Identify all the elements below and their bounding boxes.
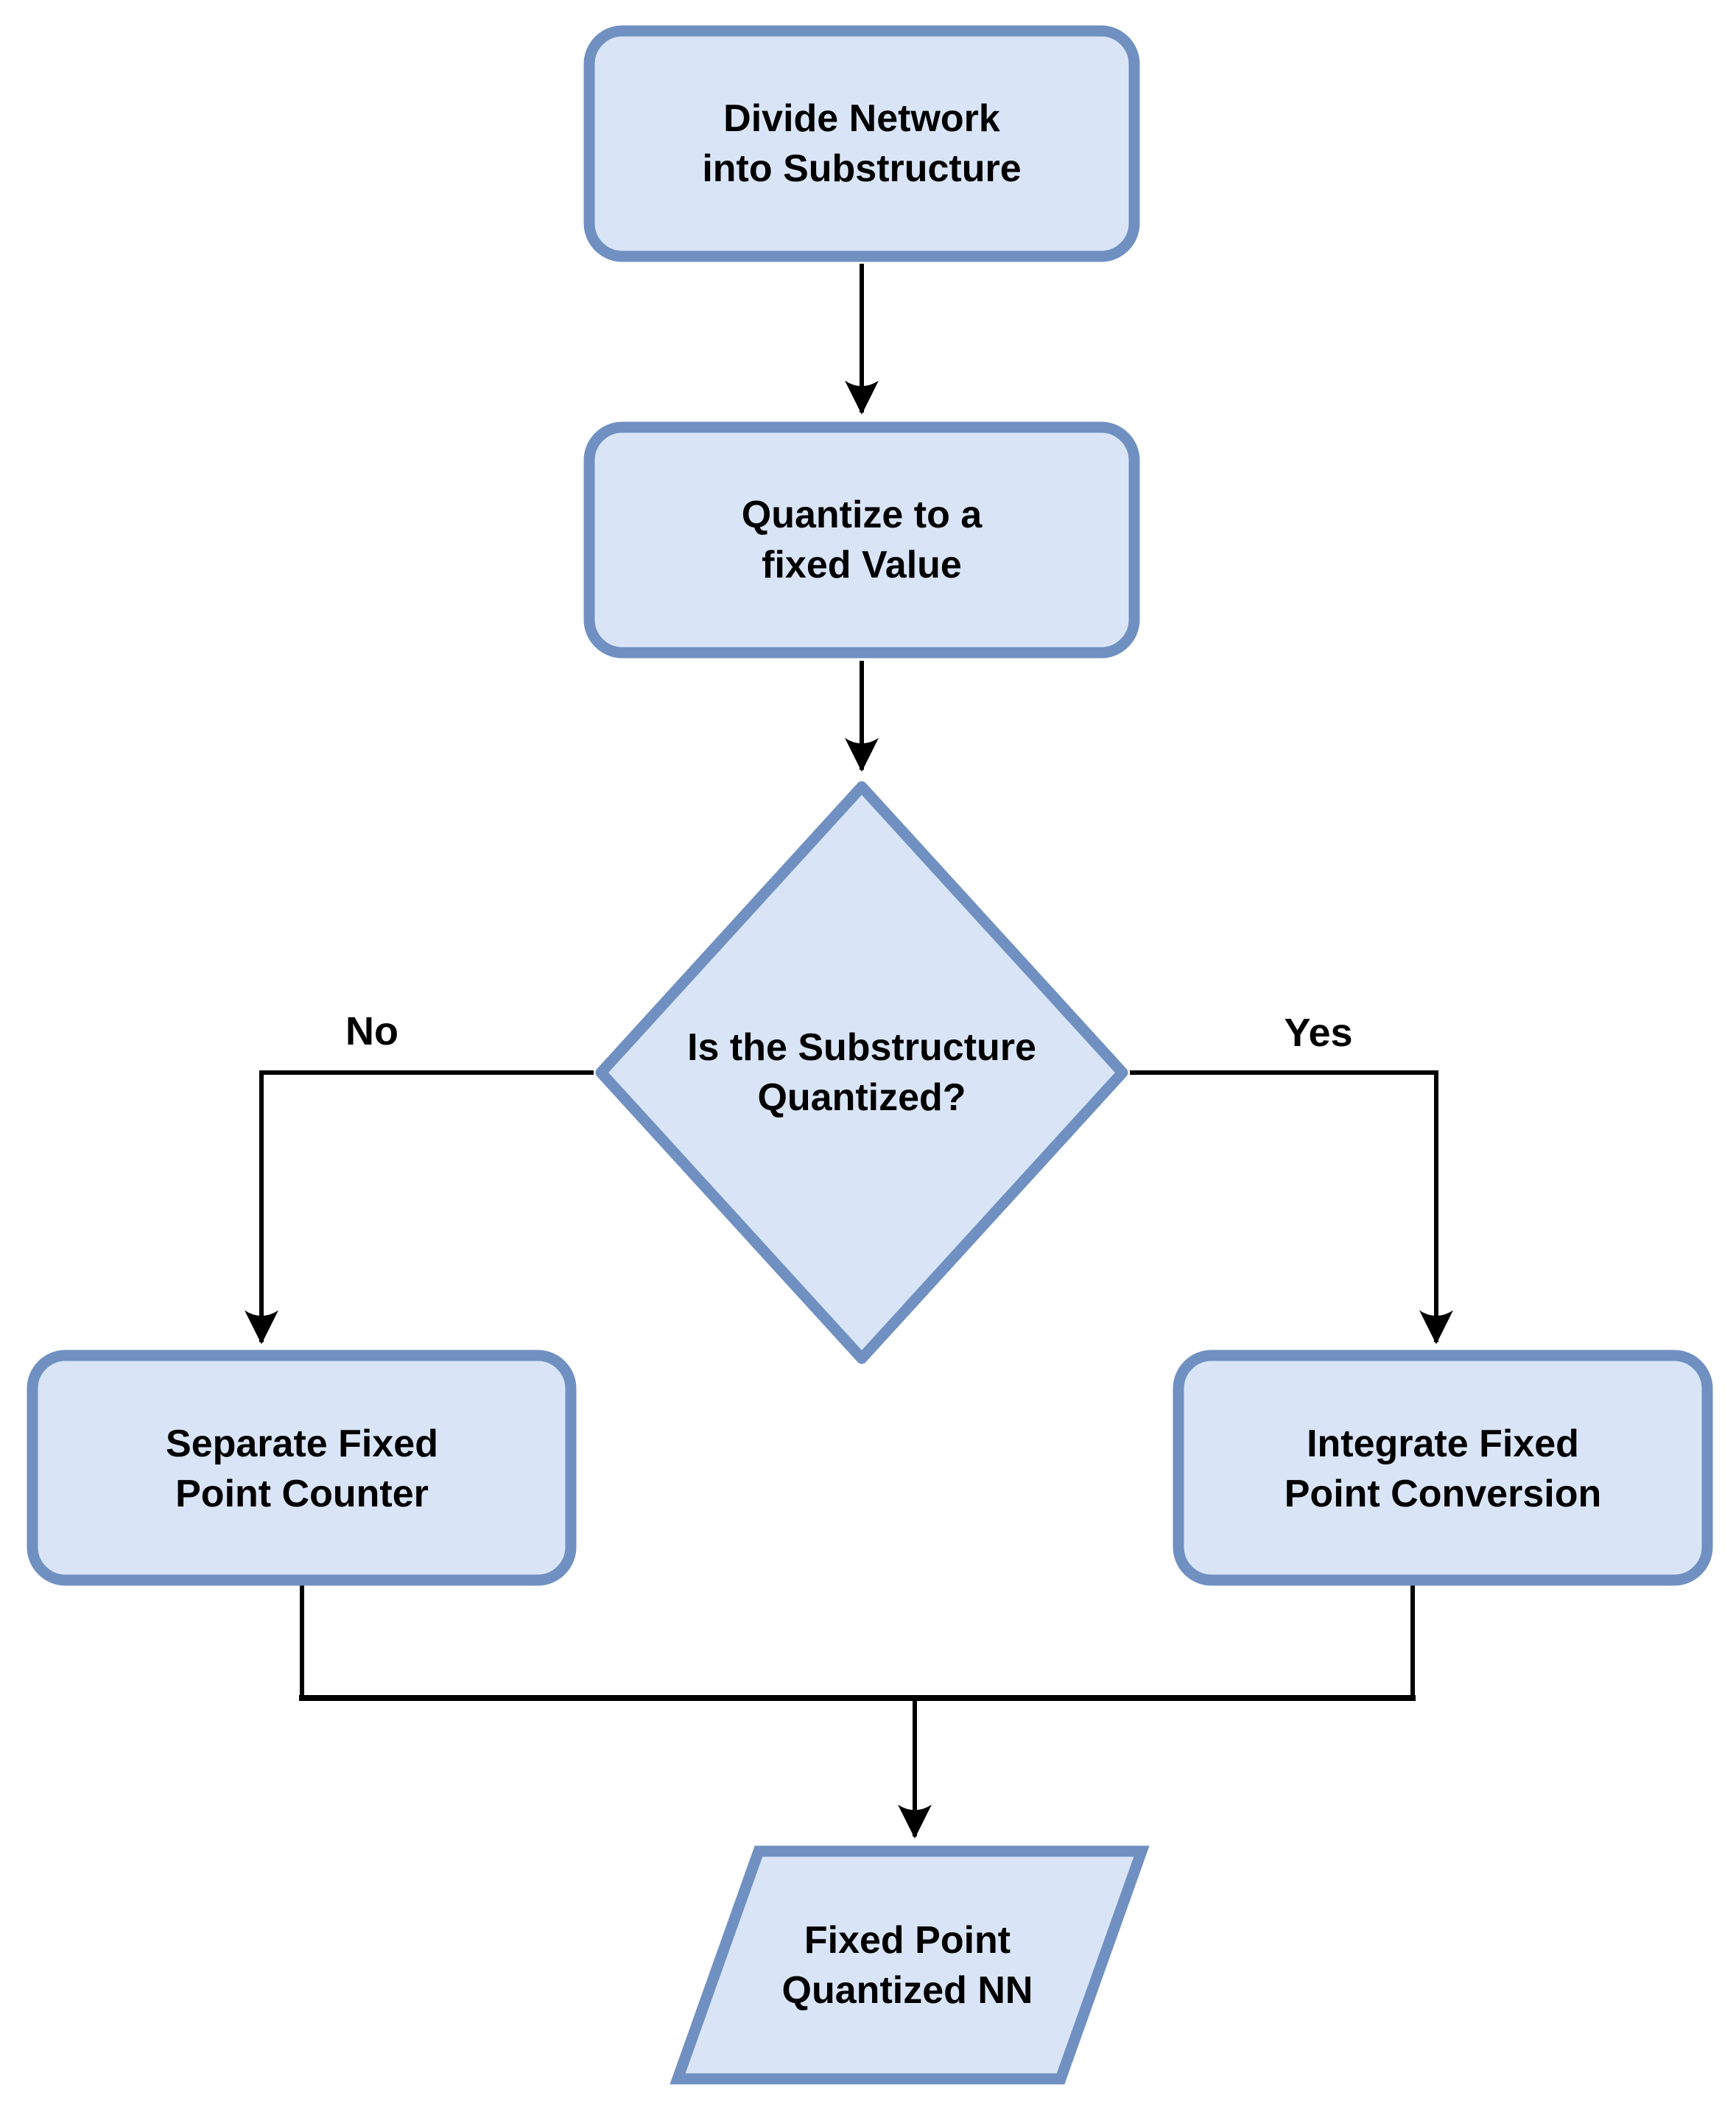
separate-label-line2: Point Counter: [175, 1473, 429, 1515]
decision-label-line2: Quantized?: [757, 1076, 966, 1119]
decision-diamond: [595, 781, 1128, 1364]
node-divide-network: Divide Network into Substructure: [583, 25, 1140, 262]
divide-network-label-line2: into Substructure: [702, 147, 1021, 190]
node-integrate-fixed-point-conversion: Integrate Fixed Point Conversion: [1173, 1350, 1713, 1586]
separate-counter-box: [27, 1350, 577, 1586]
output-label-line2: Quantized NN: [782, 1969, 1033, 2012]
edges: No Yes: [245, 264, 1453, 1839]
divide-network-label-line1: Divide Network: [723, 97, 1000, 140]
node-separate-fixed-point-counter: Separate Fixed Point Counter: [27, 1350, 577, 1586]
integrate-label-line1: Integrate Fixed: [1307, 1422, 1579, 1465]
edge-decision-no-to-separate: [245, 1070, 594, 1344]
edge-label-no: No: [345, 1009, 398, 1053]
edge-label-yes: Yes: [1284, 1011, 1352, 1055]
node-decision-is-substructure-quantized: Is the Substructure Quantized?: [595, 781, 1128, 1364]
node-quantize-fixed-value: Quantize to a fixed Value: [583, 421, 1140, 659]
integrate-conversion-box: [1173, 1350, 1713, 1586]
quantize-label-line1: Quantize to a: [742, 494, 983, 536]
separate-label-line1: Separate Fixed: [166, 1422, 438, 1465]
decision-label-line1: Is the Substructure: [687, 1026, 1036, 1069]
output-label-line1: Fixed Point: [804, 1919, 1011, 1962]
edge-decision-yes-to-integrate: [1130, 1070, 1453, 1344]
integrate-label-line2: Point Conversion: [1285, 1473, 1601, 1515]
quantize-label-line2: fixed Value: [762, 544, 962, 586]
output-parallelogram: [670, 1845, 1150, 2085]
quantize-fixed-value-box: [583, 421, 1140, 659]
divide-network-box: [583, 25, 1140, 262]
node-output-fixed-point-quantized-nn: Fixed Point Quantized NN: [670, 1845, 1150, 2085]
